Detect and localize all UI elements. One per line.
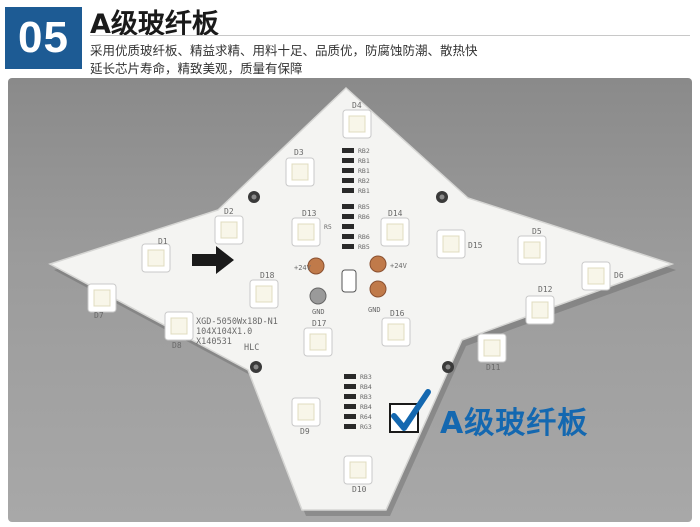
resistor-label: R5: [324, 223, 332, 231]
resistor-label: RB5: [358, 243, 370, 251]
section-number-badge: 05: [5, 7, 82, 69]
led-label: D2: [224, 207, 234, 216]
resistor-label: RB6: [358, 213, 370, 221]
section-title: A级玻纤板: [90, 9, 219, 40]
resistor-label: RB2: [358, 147, 370, 155]
silk-line: XGD-5050Wx18D-N1: [196, 317, 278, 327]
resistor-label: RB3: [360, 373, 372, 381]
power-pads: [307, 255, 387, 305]
pcb-board-illustration: D1 D2 D3 D4 D5 D6 D7 D8 D9 D10 D11 D12 D…: [48, 86, 676, 516]
description-line-2: 延长芯片寿命，精致美观，质量有保障: [90, 61, 303, 76]
resistor-label: RB1: [358, 167, 370, 175]
resistor-label: RB1: [358, 157, 370, 165]
led-label: D15: [468, 241, 483, 250]
led-chips: [87, 109, 611, 485]
resistor-labels-bottom: RB3 RB4 RB3 RB4 R64 RG3: [360, 373, 372, 431]
resistor-labels-top: RB2 RB1 RB1 RB2 RB1 RB5 RB6 R5 RB6 RB5: [324, 147, 370, 251]
led-designators: D1 D2 D3 D4 D5 D6 D7 D8 D9 D10 D11 D12 D…: [94, 101, 624, 494]
silk-line: HLC: [244, 343, 259, 353]
resistor-array-bottom: [344, 374, 356, 429]
led-label: D16: [390, 309, 405, 318]
resistor-label: R64: [360, 413, 372, 421]
led-label: D7: [94, 311, 104, 320]
led-label: D12: [538, 285, 553, 294]
header: 05 A级玻纤板 采用优质玻纤板、精益求精、用料十足、品质优，防腐蚀防潮、散热快…: [0, 0, 700, 80]
resistor-label: RG3: [360, 423, 372, 431]
silk-line: 104X104X1.0: [196, 327, 252, 337]
led-label: D13: [302, 209, 317, 218]
arrow-icon: [192, 246, 234, 274]
mounting-screws: [248, 191, 454, 373]
led-label: D1: [158, 237, 168, 246]
led-label: D11: [486, 363, 501, 372]
pad-labels: +24V +24V GND GND: [294, 262, 408, 316]
resistor-label: RB3: [360, 393, 372, 401]
description-line-1: 采用优质玻纤板、精益求精、用料十足、品质优，防腐蚀防潮、散热快: [90, 43, 478, 58]
led-label: D17: [312, 319, 327, 328]
resistor-label: RB4: [360, 383, 372, 391]
resistor-label: RB1: [358, 187, 370, 195]
resistor-label: RB2: [358, 177, 370, 185]
led-label: D14: [388, 209, 403, 218]
grade-a-board-stamp: A级玻纤板: [440, 406, 589, 441]
led-label: D6: [614, 271, 624, 280]
title-divider: [90, 35, 690, 36]
led-label: D18: [260, 271, 275, 280]
check-icon: [389, 389, 431, 433]
led-label: D10: [352, 485, 367, 494]
star-shaped-board: [48, 86, 675, 511]
resistor-label: RB5: [358, 203, 370, 211]
pad-label: +24V: [294, 264, 312, 272]
pad-label: GND: [312, 308, 325, 316]
pcb-photo: D1 D2 D3 D4 D5 D6 D7 D8 D9 D10 D11 D12 D…: [8, 78, 692, 522]
led-label: D5: [532, 227, 542, 236]
resistor-label: RB4: [360, 403, 372, 411]
silkscreen-model-text: XGD-5050Wx18D-N1 104X104X1.0 X140531 HLC: [196, 317, 278, 353]
resistor-array-top: [342, 148, 354, 249]
led-label: D9: [300, 427, 310, 436]
pad-label: GND: [368, 306, 381, 314]
led-label: D8: [172, 341, 182, 350]
silk-line: X140531: [196, 337, 232, 347]
led-label: D4: [352, 101, 362, 110]
led-label: D3: [294, 148, 304, 157]
pad-label: +24V: [390, 262, 408, 270]
resistor-label: RB6: [358, 233, 370, 241]
